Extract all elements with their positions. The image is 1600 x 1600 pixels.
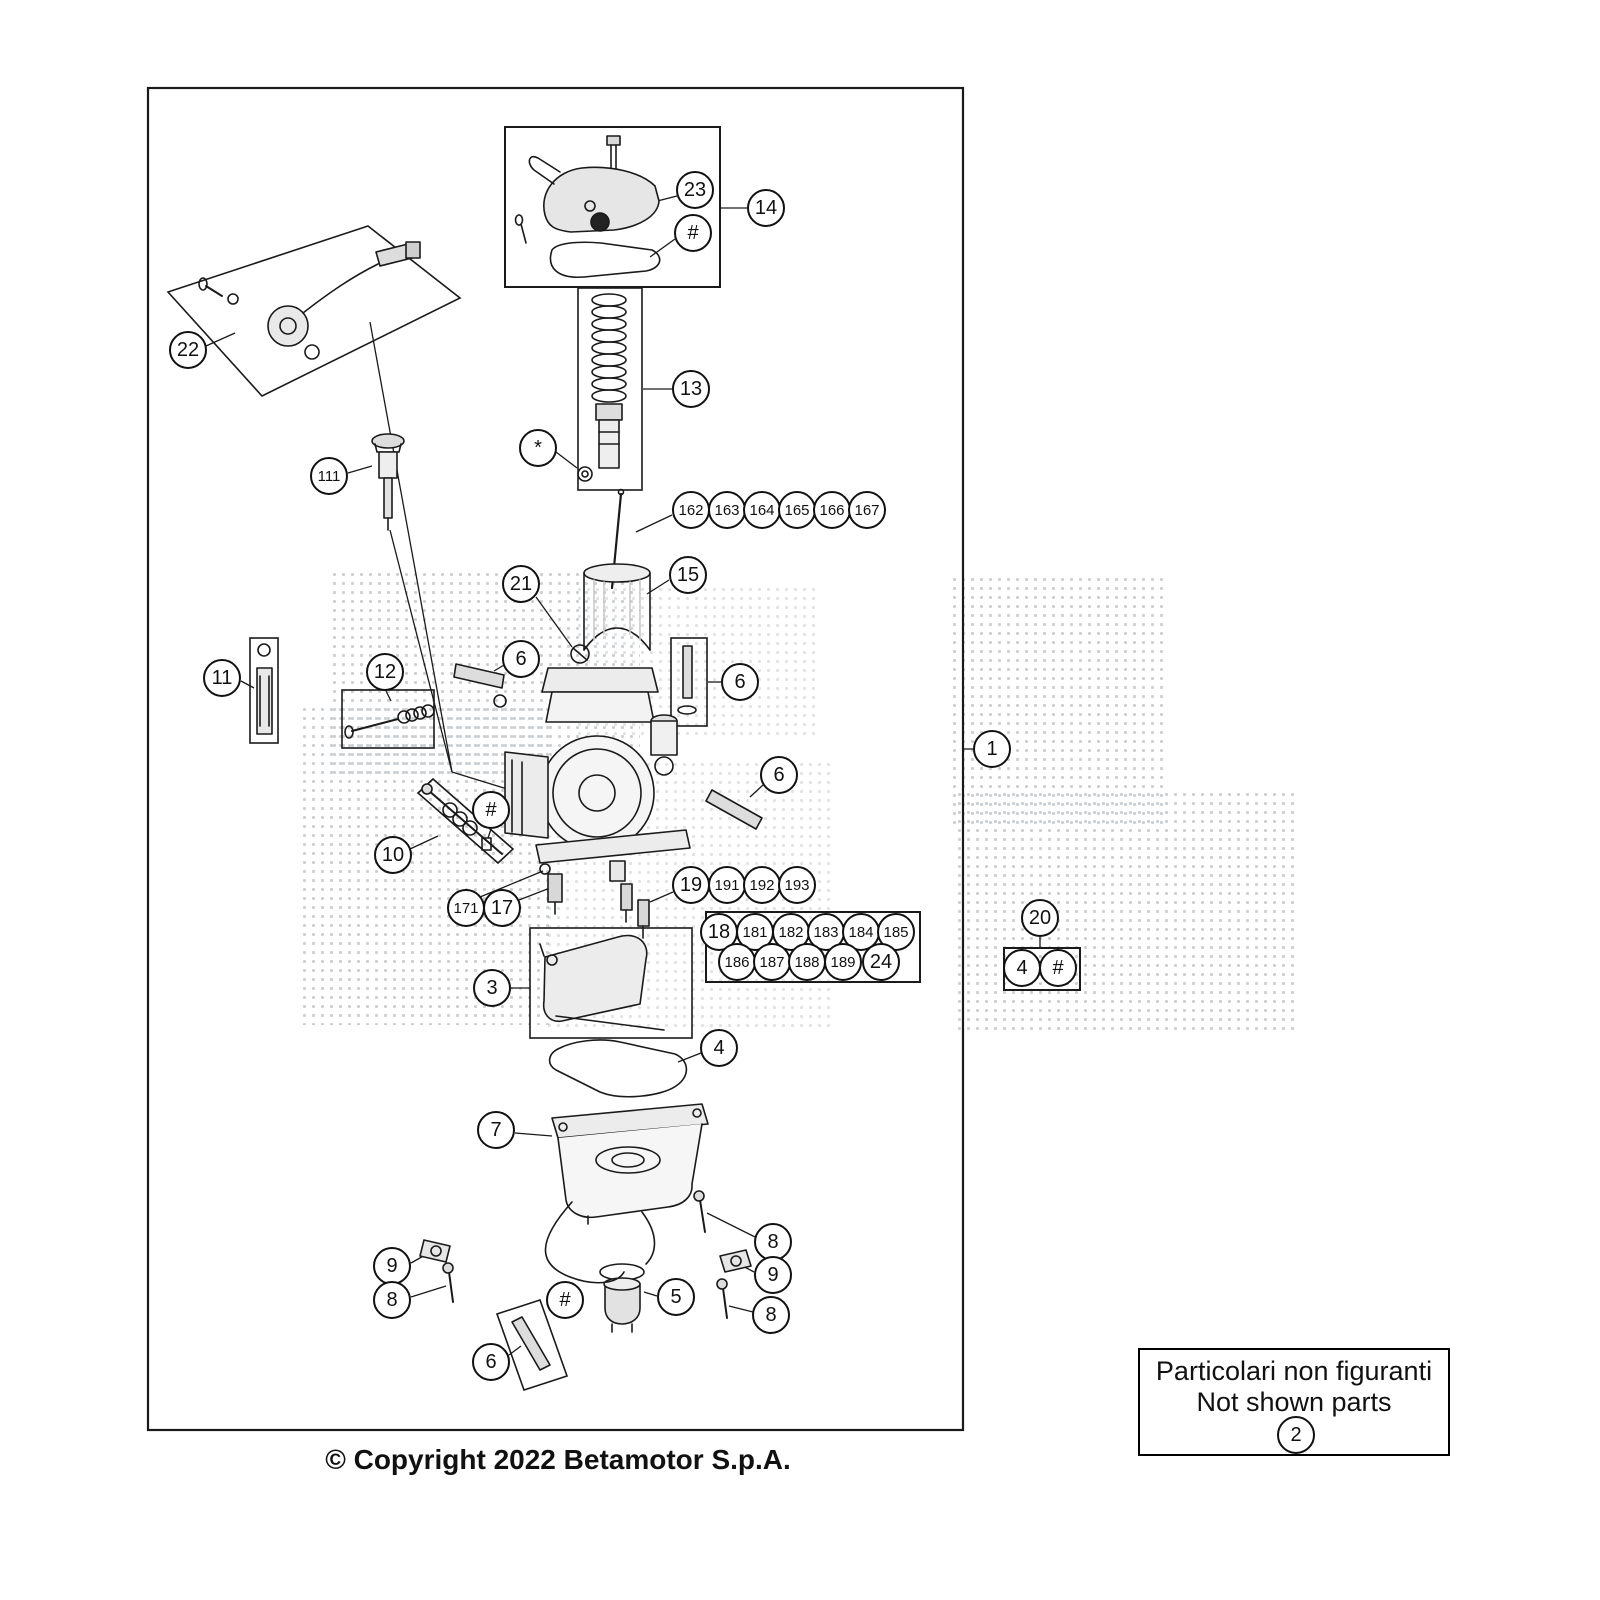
- watermark-dots: [955, 790, 1295, 1035]
- not-shown-parts-box: Particolari non figuranti Not shown part…: [1138, 1348, 1450, 1456]
- leader-lines: [205, 195, 1041, 1356]
- watermark-dots: [950, 575, 1165, 825]
- carburetor-parts: [198, 135, 763, 1371]
- callout-2: 2: [1277, 1416, 1315, 1454]
- not-shown-line2: Not shown parts: [1196, 1387, 1392, 1417]
- not-shown-line1: Particolari non figuranti: [1155, 1356, 1433, 1386]
- copyright-text: © Copyright 2022 Betamotor S.p.A.: [325, 1444, 791, 1475]
